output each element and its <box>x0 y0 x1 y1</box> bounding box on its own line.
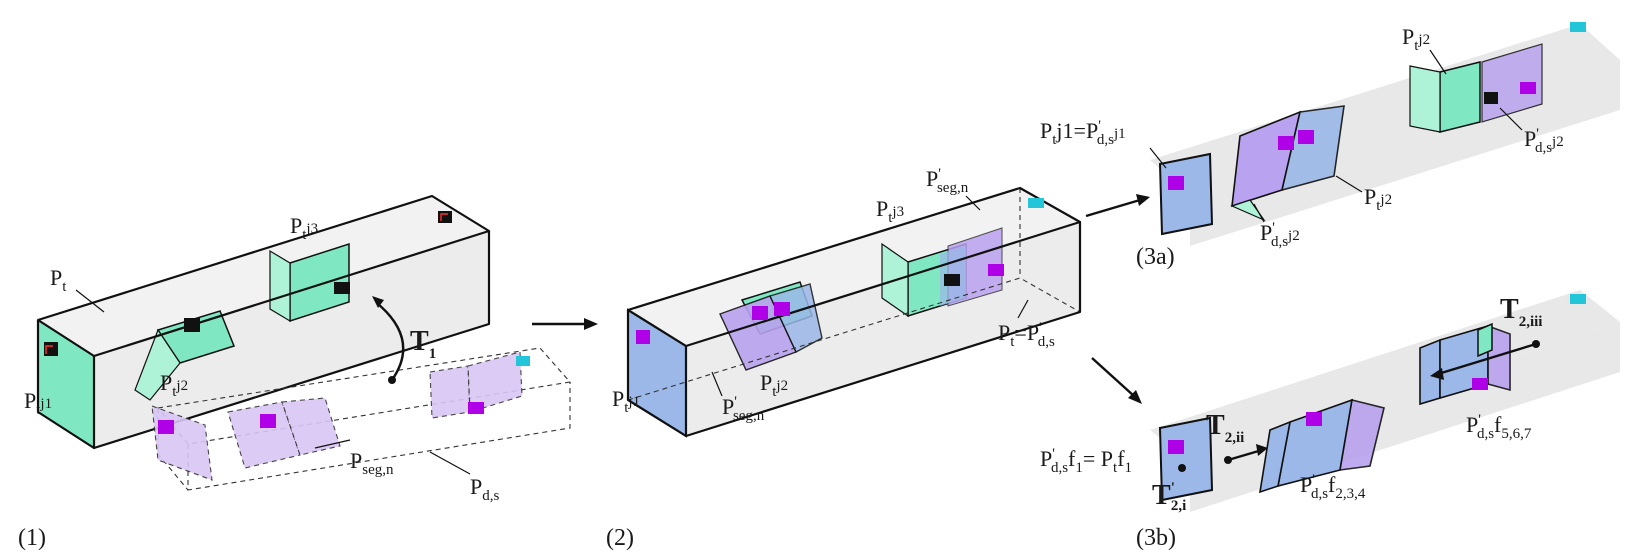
label-eq-3a: Ptj1=P'd,sj1 <box>1040 118 1126 148</box>
label-pt-j1-p2: Ptj1 <box>612 386 640 416</box>
label-pt-j2: Ptj2 <box>160 370 188 400</box>
panel-1-target-model: Pt Ptj1 Ptj2 Ptj3 T1 Pseg,n Pd,s (1) <box>18 194 572 551</box>
label-pseg: Pseg,n <box>350 448 394 478</box>
label-pt-j3: Ptj3 <box>290 213 318 243</box>
label-pds-f234: P'd,sf2,3,4 <box>1300 472 1366 502</box>
arrows-2-to-3 <box>1085 194 1150 404</box>
label-pds-f567: P'd,sf5,6,7 <box>1466 412 1532 442</box>
label-t2ii: T2,ii <box>1206 410 1244 446</box>
label-pt-j2-3a-top: Ptj2 <box>1402 24 1430 54</box>
panel-3b-face-segments: P'd,sf1= Ptf1 T'2,i T2,ii T2,iii P'd,sf2… <box>1040 290 1620 551</box>
label-pds-j2-3a: P'd,sj2 <box>1260 220 1300 250</box>
panel-3a-joint-segments: Ptj1=P'd,sj1 P'd,sj2 Ptj2 Ptj2 P'd,sj2 (… <box>1040 22 1620 270</box>
label-pseg-prime-p2: P'seg,n <box>722 394 765 424</box>
panel-2-aligned-model: Ptj1 Ptj2 Ptj3 P'seg,n P'seg,n Pt=P'd,s … <box>606 166 1082 551</box>
panel-label-3b: (3b) <box>1136 525 1176 551</box>
label-t2iii: T2,iii <box>1500 294 1542 330</box>
panel-label-2: (2) <box>606 525 634 551</box>
label-pt-j2-p2: Ptj2 <box>760 370 788 400</box>
label-pt-j2-3a: Ptj2 <box>1364 184 1392 214</box>
panel-label-3a: (3a) <box>1136 244 1175 270</box>
label-pds-j2-3a-right: P'd,sj2 <box>1524 126 1564 156</box>
label-pseg-prime-top-p2: P'seg,n <box>926 166 969 196</box>
label-pt-j1: Ptj1 <box>24 388 52 418</box>
label-pt-j3-p2: Ptj3 <box>876 196 904 226</box>
arrow-1-to-2 <box>532 318 598 330</box>
label-eq-3b: P'd,sf1= Ptf1 <box>1040 446 1132 476</box>
label-pt-eq-pds-p2: Pt=P'd,s <box>998 320 1055 350</box>
label-t2i: T'2,i <box>1152 480 1186 514</box>
panel-label-1: (1) <box>18 525 46 551</box>
label-t1: T1 <box>410 326 436 362</box>
label-pds: Pd,s <box>470 474 500 504</box>
label-pt: Pt <box>50 265 67 295</box>
